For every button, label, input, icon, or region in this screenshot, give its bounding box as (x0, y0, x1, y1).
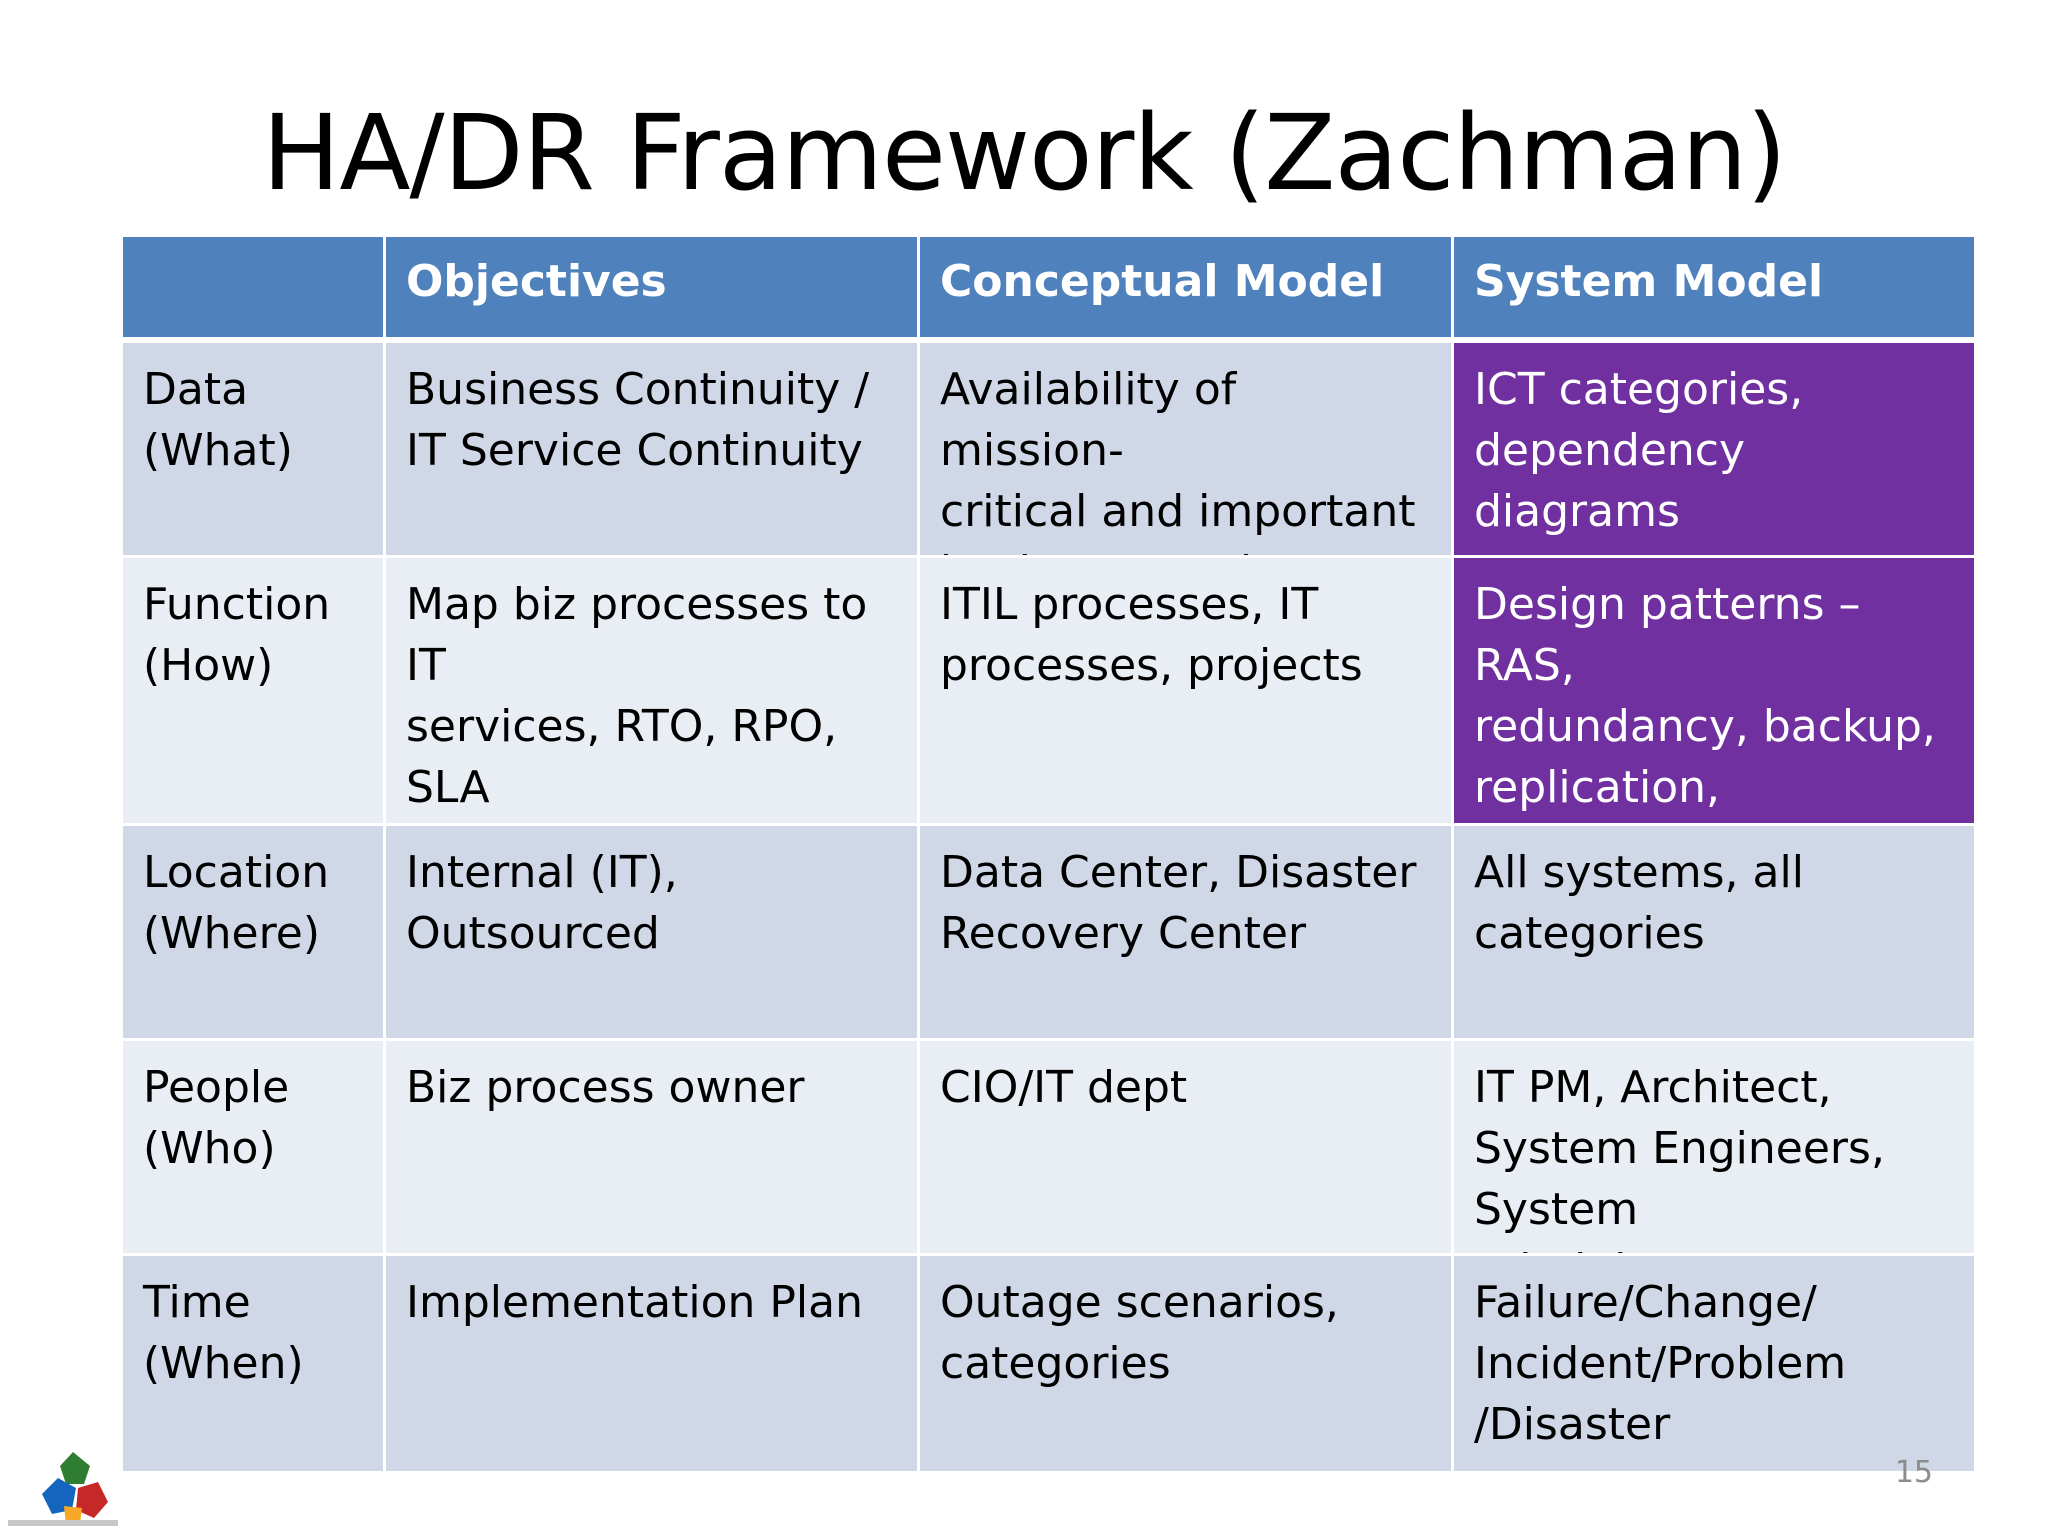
cell-function-conceptual: ITIL processes, IT processes, projects (920, 558, 1454, 826)
cell-line: System Administrators (1474, 1184, 1797, 1253)
cell-data-system: ICT categories, dependency diagrams (1454, 343, 1974, 558)
cell-line: ITIL processes, IT (940, 579, 1319, 630)
cell-line: replication, (1474, 762, 1720, 813)
cell-line: Incident/Problem (1474, 1338, 1847, 1389)
cell-line: dependency diagrams (1474, 425, 1746, 537)
cell-line: Map biz processes to IT (406, 579, 868, 691)
cell-line: services, RTO, RPO, SLA (406, 701, 838, 813)
cell-line: processes, projects (940, 640, 1363, 691)
cell-line: Recovery Center (940, 908, 1307, 959)
row-label-location: Location (Where) (123, 826, 386, 1041)
header-cell-system-model: System Model (1454, 237, 1974, 343)
cell-line: /Disaster (1474, 1399, 1671, 1450)
cell-line: virtualization (1474, 818, 1956, 823)
cell-line: ICT categories, (1474, 364, 1804, 415)
cell-line: IT PM, Architect, (1474, 1062, 1832, 1113)
cell-location-conceptual: Data Center, Disaster Recovery Center (920, 826, 1454, 1041)
cell-line: business services (940, 542, 1433, 555)
cell-line: Function (143, 579, 331, 630)
cell-line: Design patterns – RAS, (1474, 579, 1861, 691)
header-cell-objectives: Objectives (386, 237, 920, 343)
cell-line: Availability of mission- (940, 364, 1237, 476)
cell-line: Outage scenarios, (940, 1277, 1339, 1328)
cell-line: (Where) (143, 908, 320, 959)
cell-people-system: IT PM, Architect, System Engineers, Syst… (1454, 1041, 1974, 1256)
cell-line: redundancy, backup, (1474, 701, 1936, 752)
cell-line: Time (143, 1277, 251, 1328)
cell-line: People (143, 1062, 290, 1113)
cell-time-conceptual: Outage scenarios, categories (920, 1256, 1454, 1474)
cell-people-objectives: Biz process owner (386, 1041, 920, 1256)
logo-shape-blue (42, 1478, 76, 1514)
header-cell-conceptual-model: Conceptual Model (920, 237, 1454, 343)
cell-line: (When) (143, 1338, 304, 1389)
row-label-data: Data (What) (123, 343, 386, 558)
cell-location-system: All systems, all categories (1454, 826, 1974, 1041)
cell-line: System Engineers, (1474, 1123, 1885, 1174)
cell-line: Internal (IT), (406, 847, 678, 898)
cell-line: critical and important (940, 486, 1416, 537)
cell-line: Location (143, 847, 330, 898)
row-label-function: Function (How) (123, 558, 386, 826)
logo-caption-bar (8, 1520, 118, 1526)
cell-line: Data Center, Disaster (940, 847, 1417, 898)
cell-line: categories (940, 1338, 1171, 1389)
cell-line: (How) (143, 640, 274, 691)
company-logo-icon (42, 1452, 108, 1526)
logo-shape-red (76, 1482, 108, 1518)
cell-line: CIO/IT dept (940, 1062, 1188, 1113)
row-label-time: Time (When) (123, 1256, 386, 1474)
cell-line: Biz process owner (406, 1062, 805, 1113)
cell-location-objectives: Internal (IT), Outsourced (386, 826, 920, 1041)
cell-data-objectives: Business Continuity / IT Service Continu… (386, 343, 920, 558)
cell-function-objectives: Map biz processes to IT services, RTO, R… (386, 558, 920, 826)
cell-line: Failure/Change/ (1474, 1277, 1817, 1328)
cell-people-conceptual: CIO/IT dept (920, 1041, 1454, 1256)
row-label-people: People (Who) (123, 1041, 386, 1256)
cell-time-objectives: Implementation Plan (386, 1256, 920, 1474)
cell-line: IT Service Continuity (406, 425, 863, 476)
cell-line: All systems, all (1474, 847, 1804, 898)
cell-line: Business Continuity / (406, 364, 870, 415)
slide-title: HA/DR Framework (Zachman) (262, 92, 1787, 214)
cell-data-conceptual: Availability of mission- critical and im… (920, 343, 1454, 558)
header-cell-empty (123, 237, 386, 343)
cell-function-system: Design patterns – RAS, redundancy, backu… (1454, 558, 1974, 826)
cell-line: categories (1474, 908, 1705, 959)
page-number: 15 (1894, 1455, 1933, 1490)
cell-line: (Who) (143, 1123, 276, 1174)
cell-line: Data (143, 364, 249, 415)
logo-shape-green (60, 1452, 90, 1484)
cell-line: (What) (143, 425, 293, 476)
cell-line: Implementation Plan (406, 1277, 863, 1328)
zachman-table: Objectives Conceptual Model System Model… (123, 237, 1974, 1474)
cell-line: Outsourced (406, 908, 660, 959)
cell-time-system: Failure/Change/ Incident/Problem /Disast… (1454, 1256, 1974, 1474)
